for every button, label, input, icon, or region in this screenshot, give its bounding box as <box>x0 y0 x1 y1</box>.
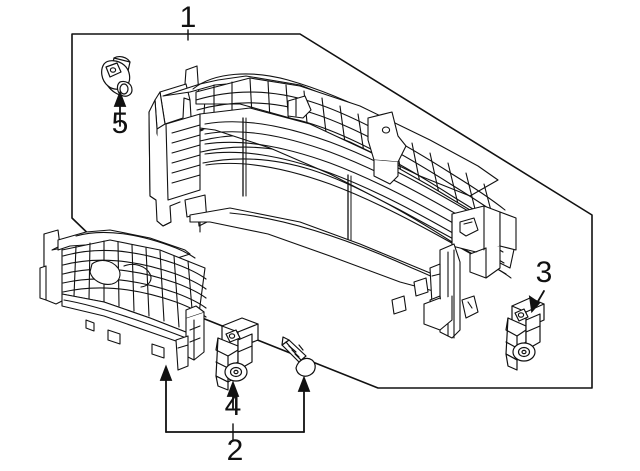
leader-2 <box>159 364 311 441</box>
callout-number-1: 1 <box>180 1 197 34</box>
actuator-motor-lower <box>215 317 259 391</box>
callout-number-2: 2 <box>227 434 244 467</box>
mounting-screw <box>281 336 316 377</box>
upper-grille-shutter-panel <box>148 65 517 339</box>
leader-4 <box>226 380 240 409</box>
ambient-temperature-sensor <box>101 56 133 97</box>
leader-3 <box>528 290 545 314</box>
callout-number-3: 3 <box>536 256 553 289</box>
leader-5 <box>113 90 127 127</box>
callout-number-4: 4 <box>225 389 242 422</box>
callout-labels: 1 2 3 4 5 <box>112 1 553 467</box>
lower-grille-shutter-panel <box>39 229 207 371</box>
callout-number-5: 5 <box>112 107 129 140</box>
